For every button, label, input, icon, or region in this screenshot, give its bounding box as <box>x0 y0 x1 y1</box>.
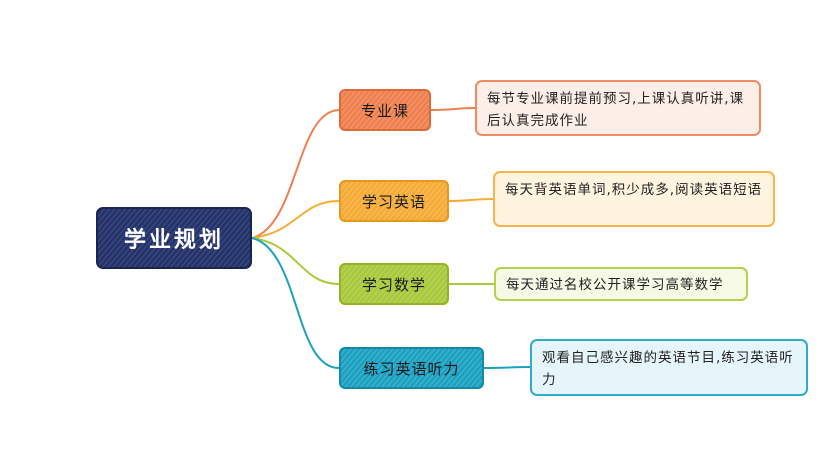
branch-topic-label: 练习英语听力 <box>363 359 460 378</box>
branch-topic-major-courses[interactable]: 专业课 <box>339 89 431 131</box>
branch-topic-study-english[interactable]: 学习英语 <box>339 180 449 222</box>
root-topic-label: 学业规划 <box>123 228 224 253</box>
detail-topic-text: 每天通过名校公开课学习高等数学 <box>506 277 724 293</box>
connector-root-to-branch-2 <box>251 200 340 239</box>
detail-topic-text: 每节专业课前提前预习,上课认真听讲,课后认真完成作业 <box>487 91 745 129</box>
connector-branch-1-to-detail <box>430 107 476 111</box>
detail-topic-text: 观看自己感兴趣的英语节目,练习英语听力 <box>542 350 794 388</box>
connector-branch-4-to-detail <box>483 366 531 369</box>
detail-topic-major-courses[interactable]: 每节专业课前提前预习,上课认真听讲,课后认真完成作业 <box>475 80 761 136</box>
detail-topic-study-math[interactable]: 每天通过名校公开课学习高等数学 <box>494 267 748 301</box>
detail-topic-study-english[interactable]: 每天背英语单词,积少成多,阅读英语短语 <box>493 171 775 227</box>
connector-branch-2-to-detail <box>448 198 494 202</box>
connector-root-to-branch-1 <box>251 109 340 239</box>
branch-topic-study-math[interactable]: 学习数学 <box>339 263 449 305</box>
detail-topic-text: 每天背英语单词,积少成多,阅读英语短语 <box>505 182 763 198</box>
branch-topic-english-listening[interactable]: 练习英语听力 <box>339 347 484 389</box>
root-topic[interactable]: 学业规划 <box>96 207 252 269</box>
branch-topic-label: 学习数学 <box>361 275 426 294</box>
branch-topic-label: 专业课 <box>360 101 409 120</box>
detail-topic-english-listening[interactable]: 观看自己感兴趣的英语节目,练习英语听力 <box>530 339 808 396</box>
connector-root-to-branch-4 <box>251 237 340 369</box>
connector-root-to-branch-3 <box>251 237 340 285</box>
branch-topic-label: 学习英语 <box>361 192 426 211</box>
